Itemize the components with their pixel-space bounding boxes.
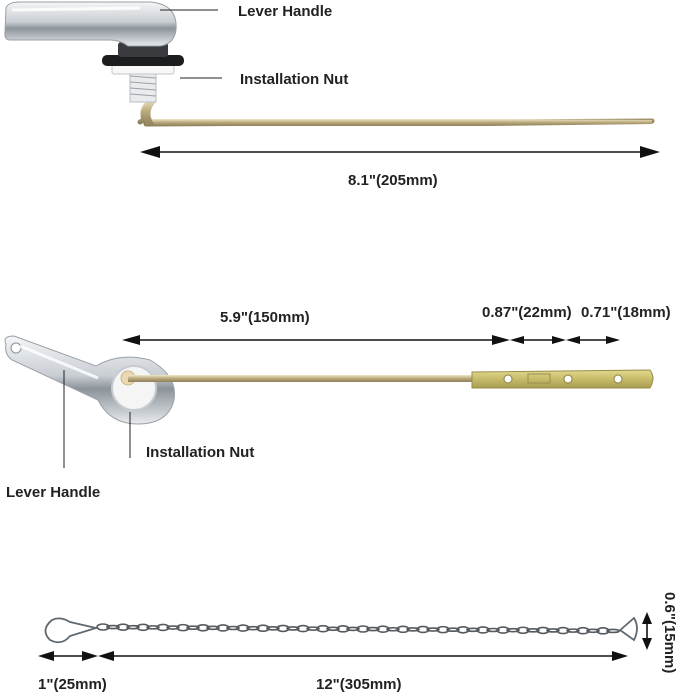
chain-link [336,625,350,633]
chain-link [496,626,510,634]
chain-link [506,627,520,633]
chain-link [196,623,210,632]
chain-assembly [44,616,638,644]
thread-lines [129,75,157,97]
chain-link [156,623,170,632]
middle-lever-arm [128,375,474,382]
segment1-dimension [510,336,566,344]
top-installation-nut [102,55,184,66]
chain-link [566,628,580,633]
chain-link [376,625,390,633]
clip-length-label: 1"(25mm) [38,676,107,693]
middle-installation-nut [111,365,157,411]
hook-height-label: 0.6"(15mm) [661,592,678,673]
chain-link [576,626,590,635]
segment2-dimension [566,336,620,344]
top-arm-dimension [140,146,660,158]
segment2-length-label: 0.71"(18mm) [581,304,671,321]
adjustment-hole [503,374,513,384]
chain-link [416,625,430,634]
chain-link [96,623,110,631]
chain-link [296,624,310,633]
top-handle-highlight [11,6,141,12]
chain-link [546,628,560,633]
chain-dimension [98,651,628,661]
top-lever-handle-label: Lever Handle [238,3,332,20]
middle-arm-dimension [122,335,510,345]
chain-link [116,623,130,631]
middle-arm-flat-end [471,369,654,389]
top-lever-arm-tip [486,119,652,126]
chain-link [166,625,180,630]
chain-hook [617,616,638,642]
chain-link [536,626,550,635]
chain-length-label: 12"(305mm) [316,676,402,693]
chain-link [456,625,470,634]
arm-stamp-mark [527,373,551,384]
chain-link [106,624,120,630]
chain-link [596,627,610,635]
chain-link [386,626,400,632]
chain-link [426,627,440,632]
chain-link [436,625,450,634]
middle-handle-hole [10,342,22,354]
chain-link [216,624,230,632]
chain-link [446,627,460,633]
hook-height-dimension [642,612,652,650]
chain-link [316,624,330,633]
chain-link [276,624,290,633]
middle-handle-highlight [19,344,99,380]
middle-lever-assembly [4,335,654,425]
chain-link [516,626,530,635]
chain-links [96,623,620,635]
chain-link [226,625,240,631]
chain-link [606,628,620,634]
top-arm-length-label: 8.1"(205mm) [348,172,438,189]
top-installation-nut-label: Installation Nut [240,71,348,88]
middle-lever-handle-label: Lever Handle [6,484,100,501]
chain-link [246,625,260,631]
chain-link [586,628,600,634]
top-threaded-stem [129,69,157,103]
chain-link [356,625,370,633]
top-lever-handle [4,1,177,47]
top-lever-assembly [4,1,655,127]
chain-link [486,627,500,633]
chain-link [186,625,200,630]
chain-link [476,626,490,634]
chain-link [256,624,270,633]
chain-link [466,627,480,633]
chain-link [206,625,220,631]
chain-link [236,624,250,632]
segment1-length-label: 0.87"(22mm) [482,304,572,321]
top-lever-arm-bend [143,98,156,126]
chain-link [266,626,280,631]
chain-link [326,626,340,632]
chain-link [526,628,540,633]
chain-link [286,626,300,631]
chain-link [406,627,420,632]
chain-link [306,626,320,631]
top-lever-arm-shaft [146,119,486,126]
middle-arm-length-label: 5.9"(150mm) [220,309,310,326]
chain-link [396,625,410,634]
adjustment-hole [613,374,623,384]
chain-link [346,626,360,632]
clip-dimension [38,651,98,661]
arm-adjustment-holes [503,374,623,384]
chain-link [366,626,380,632]
chain-clip [44,617,100,644]
middle-installation-nut-label: Installation Nut [146,444,254,461]
chain-link [126,624,140,630]
chain-link [136,623,150,632]
chain-link [146,625,160,630]
adjustment-hole [563,374,573,384]
chain-link [176,623,190,632]
chain-link [556,626,570,635]
